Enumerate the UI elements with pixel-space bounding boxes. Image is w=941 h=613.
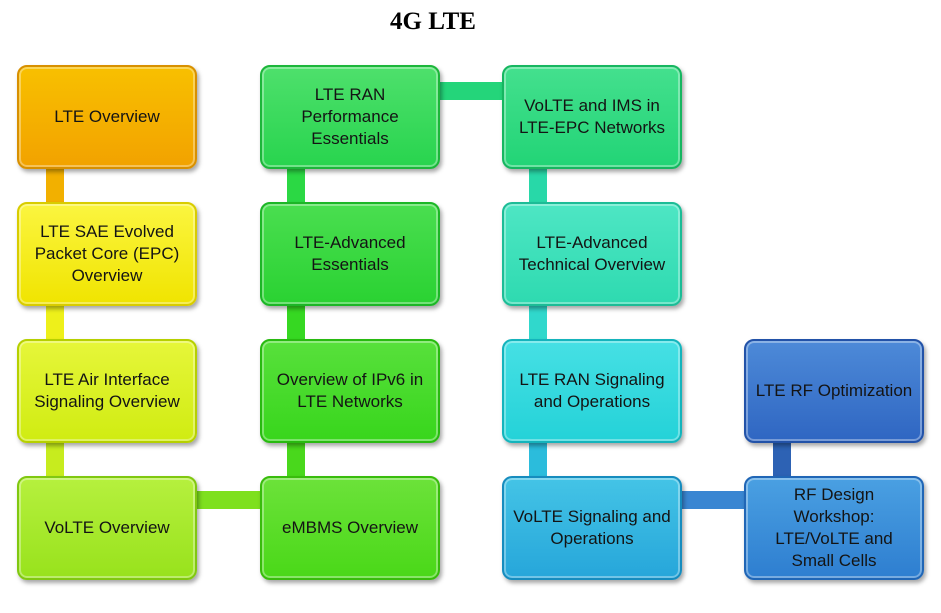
node-rf-design-workshop[interactable]: RF Design Workshop: LTE/VoLTE and Small … <box>744 476 924 580</box>
node-label: VoLTE Signaling and Operations <box>513 507 671 548</box>
connector-volte-to-embms <box>196 491 262 509</box>
node-lte-air-interface-signaling[interactable]: LTE Air Interface Signaling Overview <box>17 339 197 443</box>
node-label: LTE RAN Signaling and Operations <box>519 370 665 411</box>
node-label: Overview of IPv6 in LTE Networks <box>276 370 424 411</box>
node-lte-sae-epc-overview[interactable]: LTE SAE Evolved Packet Core (EPC) Overvi… <box>17 202 197 306</box>
node-label: eMBMS Overview <box>281 518 419 537</box>
node-label: VoLTE and IMS in LTE-EPC Networks <box>518 96 666 137</box>
connector-lte-overview-to-epc <box>46 168 64 202</box>
connector-volte-signaling-to-rf-design <box>680 491 746 509</box>
connector-volte-ims-to-lte-advanced-technical <box>529 168 547 202</box>
connector-ran-signaling-to-volte-signaling <box>529 443 547 477</box>
connector-ran-performance-to-volte-ims <box>438 82 504 100</box>
node-volte-signaling[interactable]: VoLTE Signaling and Operations <box>502 476 682 580</box>
node-label: LTE Air Interface Signaling Overview <box>34 370 180 411</box>
node-embms-overview[interactable]: eMBMS Overview <box>260 476 440 580</box>
connector-air-interface-to-volte <box>46 443 64 477</box>
node-label: LTE Overview <box>54 107 160 126</box>
connector-lte-advanced-technical-to-ran-signaling <box>529 306 547 340</box>
node-lte-advanced-essentials[interactable]: LTE-Advanced Essentials <box>260 202 440 306</box>
node-label: LTE-Advanced Essentials <box>294 233 406 274</box>
node-lte-advanced-technical[interactable]: LTE-Advanced Technical Overview <box>502 202 682 306</box>
connector-lte-advanced-to-ran-performance <box>287 168 305 202</box>
connector-rf-design-to-rf-optimization <box>773 443 791 477</box>
node-label: VoLTE Overview <box>44 518 170 537</box>
node-lte-ran-performance[interactable]: LTE RAN Performance Essentials <box>260 65 440 169</box>
node-lte-ran-signaling[interactable]: LTE RAN Signaling and Operations <box>502 339 682 443</box>
node-volte-ims-epc[interactable]: VoLTE and IMS in LTE-EPC Networks <box>502 65 682 169</box>
node-ipv6-in-lte[interactable]: Overview of IPv6 in LTE Networks <box>260 339 440 443</box>
connector-embms-to-ipv6 <box>287 443 305 477</box>
node-lte-rf-optimization[interactable]: LTE RF Optimization <box>744 339 924 443</box>
node-label: LTE RAN Performance Essentials <box>301 85 399 148</box>
connector-ipv6-to-lte-advanced <box>287 306 305 340</box>
node-label: RF Design Workshop: LTE/VoLTE and Small … <box>775 485 893 570</box>
node-volte-overview[interactable]: VoLTE Overview <box>17 476 197 580</box>
node-label: LTE RF Optimization <box>755 381 913 400</box>
node-label: LTE SAE Evolved Packet Core (EPC) Overvi… <box>34 222 180 285</box>
diagram-title: 4G LTE <box>390 8 476 35</box>
node-lte-overview[interactable]: LTE Overview <box>17 65 197 169</box>
connector-epc-to-air-interface <box>46 306 64 340</box>
node-label: LTE-Advanced Technical Overview <box>518 233 666 274</box>
